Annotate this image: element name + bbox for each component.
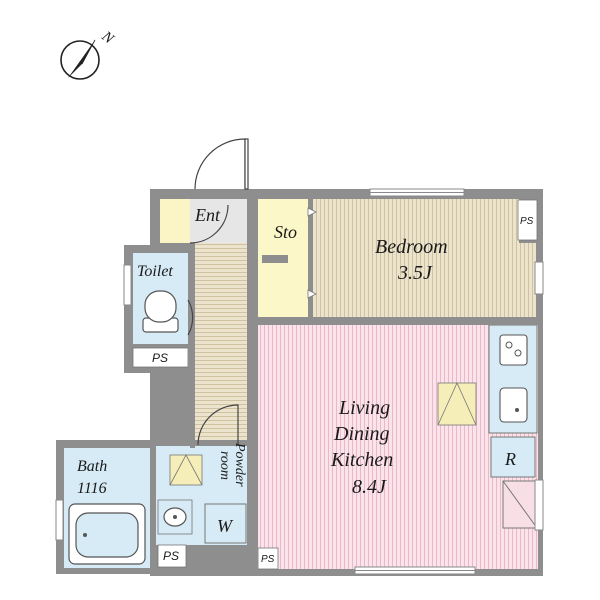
powder-room-label-1: Powder bbox=[232, 442, 247, 487]
toilet-bowl-icon bbox=[142, 290, 179, 333]
kitchen-sink-icon bbox=[499, 387, 528, 423]
entrance-floor bbox=[160, 199, 190, 243]
windows bbox=[55, 188, 544, 575]
washer-space bbox=[204, 503, 247, 544]
interior-walls bbox=[150, 199, 538, 570]
refrigerator-space bbox=[490, 436, 536, 478]
bathtub-icon bbox=[68, 503, 146, 565]
ldk-label-dining: Dining bbox=[333, 423, 390, 445]
stove-icon bbox=[499, 334, 528, 366]
ps-box-top-right bbox=[517, 199, 538, 241]
sink-icon bbox=[157, 499, 193, 535]
ps-box-bath bbox=[157, 544, 187, 568]
ps-label-top-right: PS bbox=[520, 216, 534, 227]
bedroom-label: Bedroom bbox=[375, 236, 448, 258]
ps-label-ldk: PS bbox=[261, 554, 275, 565]
bath-label: Bath bbox=[77, 458, 107, 475]
powder-room-label-2: room bbox=[217, 451, 232, 480]
hallway-floor bbox=[195, 243, 247, 443]
north-label: N bbox=[98, 28, 117, 48]
ldk-label-living: Living bbox=[338, 397, 390, 419]
ldk-label-kitchen: Kitchen bbox=[330, 449, 393, 471]
entrance-label: Ent bbox=[194, 205, 221, 225]
north-arrow-icon: N bbox=[60, 28, 117, 80]
bath-size: 1116 bbox=[77, 480, 107, 497]
toilet-label: Toilet bbox=[137, 263, 173, 280]
bedroom-size: 3.5J bbox=[397, 262, 433, 284]
storage-label: Sto bbox=[274, 222, 297, 242]
ldk-size: 8.4J bbox=[352, 476, 387, 498]
bedroom-floor bbox=[313, 199, 519, 317]
refrigerator-label: R bbox=[504, 449, 516, 469]
ps-label-bath: PS bbox=[163, 549, 179, 563]
storage-triangle-icon-ldk bbox=[437, 382, 477, 426]
washer-label: W bbox=[217, 516, 234, 536]
doors bbox=[187, 138, 249, 446]
ps-label-toilet: PS bbox=[152, 351, 168, 365]
storage-triangle-icon bbox=[169, 454, 203, 486]
